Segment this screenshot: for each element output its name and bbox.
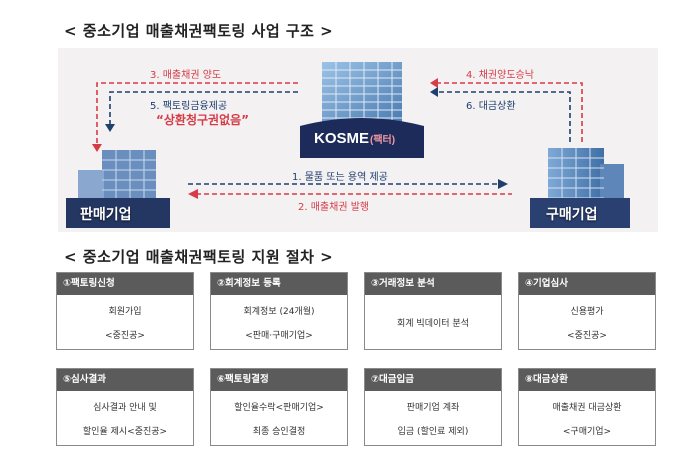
step-title: ⑤심사결과 [57, 369, 193, 391]
label-repay: 6. 대금상환 [466, 101, 516, 112]
label-supply: 1. 물품 또는 용역 제공 [292, 172, 388, 183]
step-line: 신용평가 [570, 306, 604, 317]
step-title: ④기업심사 [519, 273, 655, 295]
seller-building-icon [66, 150, 170, 228]
kosme-logo-tag-text: 팩터 [373, 135, 392, 146]
step-card: ⑤심사결과 심사결과 안내 및 할인율 제시<중진공> [56, 368, 194, 446]
step-card: ④기업심사 신용평가 <중진공> [518, 272, 656, 350]
step-title: ③거래정보 분석 [365, 273, 501, 295]
step-line: 최종 승인결정 [252, 426, 306, 437]
arrow-approval-head [430, 78, 438, 88]
procedure-title: < 중소기업 매출채권팩토링 지원 절차 > [64, 248, 334, 266]
structure-title: < 중소기업 매출채권팩토링 사업 구조 > [64, 22, 334, 40]
arrow-repay [436, 91, 571, 142]
step-line: <구매기업> [562, 426, 612, 437]
step-card: ⑦대금입금 판매기업 계좌 입금 (할인료 제외) [364, 368, 502, 446]
arrow-assign-head [92, 144, 102, 152]
step-line: 판매기업 계좌 [406, 402, 460, 413]
label-approval: 4. 채권양도승낙 [466, 70, 534, 81]
step-line: 할인율수락<판매기업> [234, 402, 324, 413]
label-no-recourse: “상환청구권없음” [156, 113, 250, 127]
step-title: ⑧대금상환 [519, 369, 655, 391]
arrow-funding [109, 91, 298, 126]
step-line: <중진공> [105, 330, 145, 341]
arrow-approval [436, 82, 583, 142]
arrow-assign [96, 82, 298, 146]
step-title: ②회계정보 등록 [211, 273, 347, 295]
step-line: 할인율 제시<중진공> [82, 426, 168, 437]
kosme-logo-text: KOSME [314, 130, 370, 147]
arrow-issue-head [188, 189, 198, 199]
step-card: ②회계정보 등록 회계정보 (24개월) <판매·구매기업> [210, 272, 348, 350]
kosme-logo-tag: (팩터) [370, 135, 396, 146]
label-assign: 3. 매출채권 양도 [150, 70, 222, 81]
structure-diagram [66, 62, 630, 228]
step-line: 회계 빅데이터 분석 [397, 318, 469, 329]
step-line: 매출채권 대금상환 [552, 402, 622, 413]
label-issue: 2. 매출채권 발행 [298, 202, 370, 213]
seller-name: 판매기업 [80, 207, 132, 223]
step-line: <중진공> [567, 330, 607, 341]
step-line: 회계정보 (24개월) [243, 306, 315, 317]
step-card: ⑥팩토링결정 할인율수락<판매기업> 최종 승인결정 [210, 368, 348, 446]
steps-row-2: ⑤심사결과 심사결과 안내 및 할인율 제시<중진공> ⑥팩토링결정 할인율수락… [56, 368, 656, 446]
step-title: ⑦대금입금 [365, 369, 501, 391]
steps-row-1: ①팩토링신청 회원가입 <중진공> ②회계정보 등록 회계정보 (24개월) <… [56, 272, 656, 350]
step-title: ⑥팩토링결정 [211, 369, 347, 391]
label-funding: 5. 팩토링금융제공 [150, 101, 228, 112]
arrow-funding-head [105, 124, 115, 132]
step-line: 회원가입 [108, 306, 142, 317]
kosme-building-icon [300, 62, 424, 158]
kosme-logo: KOSME(팩터) [314, 130, 395, 147]
step-line: 심사결과 안내 및 [93, 402, 157, 413]
step-title: ①팩토링신청 [57, 273, 193, 295]
buyer-building-icon [530, 148, 630, 228]
step-line: 입금 (할인료 제외) [397, 426, 469, 437]
step-card: ③거래정보 분석 회계 빅데이터 분석 [364, 272, 502, 350]
step-card: ①팩토링신청 회원가입 <중진공> [56, 272, 194, 350]
step-line: <판매·구매기업> [245, 330, 313, 341]
arrow-repay-head [430, 87, 438, 97]
buyer-name: 구매기업 [546, 207, 598, 223]
arrow-supply-head [498, 179, 508, 189]
step-card: ⑧대금상환 매출채권 대금상환 <구매기업> [518, 368, 656, 446]
